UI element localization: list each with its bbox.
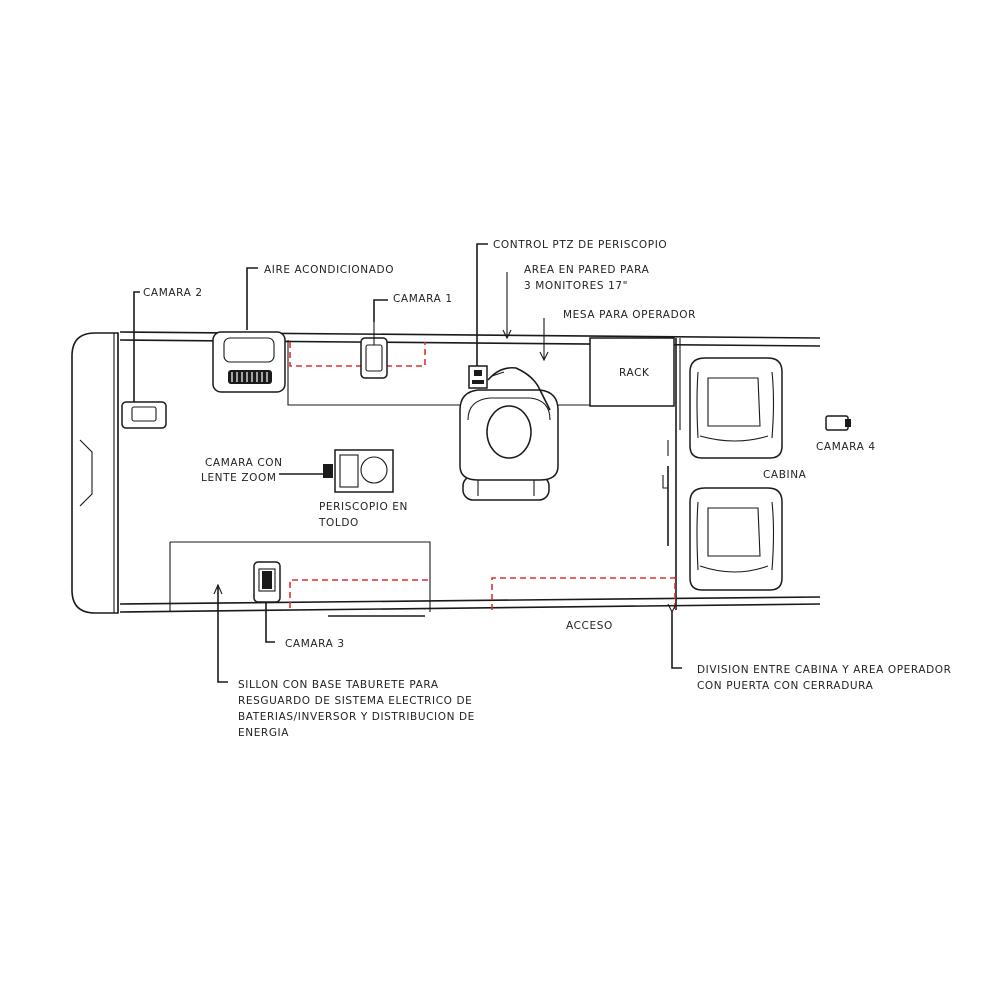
camera-2-icon [121, 291, 167, 429]
camara-3-label: CAMARA 3 [285, 638, 345, 650]
camara-2-label: CAMARA 2 [143, 287, 203, 299]
mesa-operador-label: MESA PARA OPERADOR [563, 309, 696, 321]
division-label-line1: DIVISION ENTRE CABINA Y AREA OPERADOR [697, 664, 952, 676]
division-label-line2: CON PUERTA CON CERRADURA [697, 680, 874, 692]
camara-4-label: CAMARA 4 [816, 441, 876, 453]
camera-3-icon [253, 561, 281, 643]
divider-leader [667, 603, 682, 669]
air-conditioner [212, 331, 286, 393]
aire-acondicionado-label: AIRE ACONDICIONADO [264, 264, 394, 276]
cabin-seat-upper [689, 357, 783, 459]
camara-1-label: CAMARA 1 [393, 293, 453, 305]
camera-1-icon [360, 299, 388, 379]
control-ptz-label: CONTROL PTZ DE PERISCOPIO [493, 239, 667, 251]
cabin-divider [662, 338, 681, 610]
camara-zoom-label-line2: LENTE ZOOM [201, 472, 277, 484]
sillon-label-line3: BATERIAS/INVERSOR Y DISTRIBUCION DE [238, 711, 475, 723]
camara-zoom-label-line1: CAMARA CON [205, 457, 283, 469]
area-pared-label-line1: AREA EN PARED PARA [524, 264, 650, 276]
sillon-label-line4: ENERGIA [238, 727, 289, 739]
leader-lines-upper [246, 267, 549, 362]
camera-4-icon [825, 415, 851, 431]
sillon-label-line2: RESGUARDO DE SISTEMA ELECTRICO DE [238, 695, 472, 707]
cabina-label: CABINA [763, 469, 807, 481]
rack-label: RACK [619, 367, 650, 379]
periscope-camera [279, 449, 394, 493]
ptz-control-box [468, 243, 488, 389]
acceso-label: ACCESO [566, 620, 613, 632]
periscopio-label-line2: TOLDO [318, 517, 359, 529]
periscopio-label-line1: PERISCOPIO EN [319, 501, 408, 513]
rack-unit: RACK [589, 337, 675, 407]
lower-bench [169, 541, 431, 683]
area-pared-label-line2: 3 MONITORES 17" [524, 280, 628, 292]
access-area [491, 577, 676, 610]
cabin-seat-lower [689, 487, 783, 591]
sillon-label-line1: SILLON CON BASE TABURETE PARA [238, 679, 439, 691]
operator-chair [459, 366, 559, 501]
